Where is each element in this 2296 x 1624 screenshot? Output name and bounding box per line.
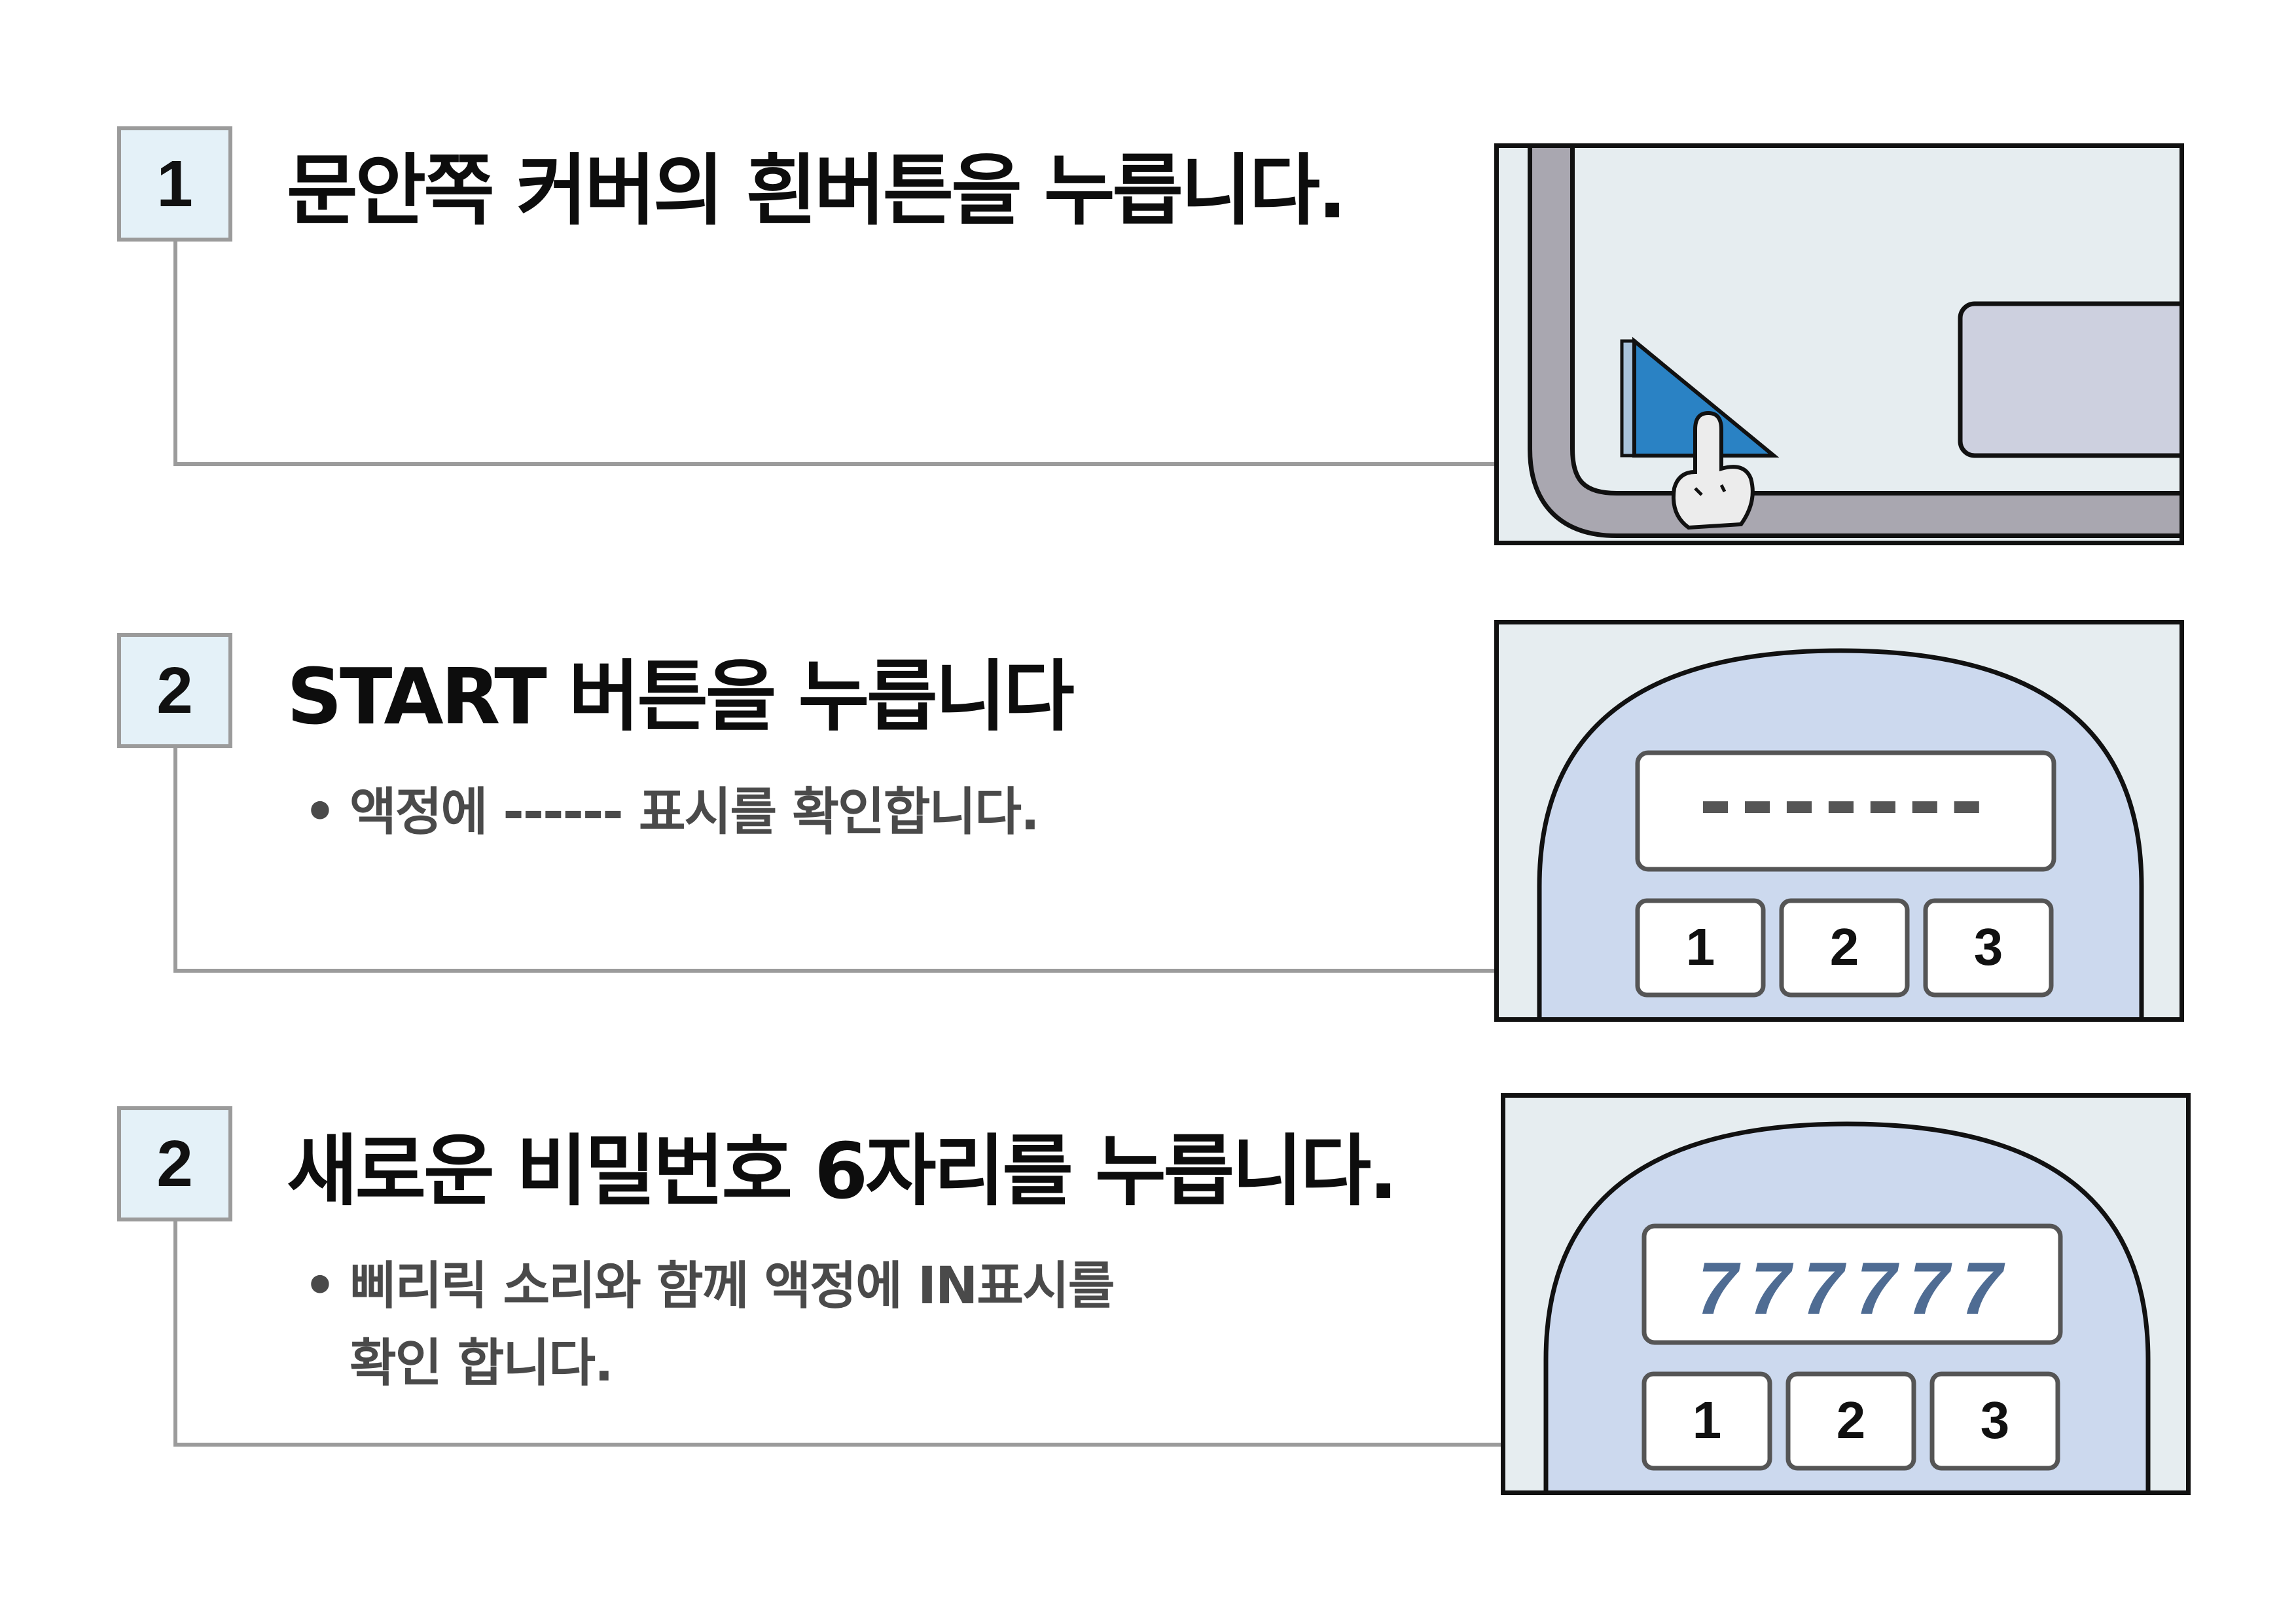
key-label: 3 — [1981, 1391, 2010, 1449]
key-label: 2 — [1837, 1391, 1866, 1449]
connector-line — [173, 1443, 1505, 1447]
key-3[interactable]: 3 — [1929, 1371, 2060, 1471]
step-number: 1 — [156, 147, 193, 221]
display-digits: 777777 — [1694, 1250, 2011, 1337]
key-label: 1 — [1686, 918, 1715, 976]
step-number: 2 — [156, 1127, 193, 1200]
step-title: 새로운 비밀번호 6자리를 누릅니다. — [287, 1126, 1398, 1216]
key-label: 2 — [1830, 918, 1859, 976]
key-label: 3 — [1974, 918, 2003, 976]
keypad-illustration: 777777 1 2 3 — [1501, 1093, 2191, 1495]
connector-line — [173, 969, 1499, 973]
key-1[interactable]: 1 — [1641, 1371, 1772, 1471]
step-number-badge: 2 — [117, 633, 232, 748]
connector-line — [173, 748, 177, 973]
lcd-display — [1641, 1223, 2063, 1345]
step-note: • 액정에 ------ 표시를 확인합니다. — [304, 774, 1040, 851]
key-label: 1 — [1693, 1391, 1722, 1449]
step-number: 2 — [156, 653, 193, 727]
connector-line — [173, 1221, 177, 1447]
display-dashes: ------- — [1699, 744, 1992, 854]
step-title: START 버튼을 누릅니다 — [287, 651, 1075, 742]
step-note: • 삐리릭 소리와 함께 액정에 IN표시를 확인 합니다. — [304, 1248, 1115, 1402]
note-text: 액정에 ------ 표시를 확인합니다. — [350, 783, 1040, 842]
key-3[interactable]: 3 — [1923, 898, 2054, 998]
step-number-badge: 1 — [117, 126, 232, 242]
note-text-line-1: 삐리릭 소리와 함께 액정에 IN표시를 — [350, 1257, 1115, 1316]
key-2[interactable]: 2 — [1785, 1371, 1916, 1471]
connector-line — [173, 242, 177, 466]
note-text-line-2: 확인 합니다. — [350, 1334, 614, 1393]
key-2[interactable]: 2 — [1779, 898, 1910, 998]
step-title: 문안쪽 커버의 흰버튼을 누릅니다. — [287, 145, 1347, 236]
door-cover-illustration — [1494, 143, 2184, 545]
connector-line — [173, 462, 1499, 466]
bullet-icon: • — [304, 783, 336, 842]
cover-plate — [1958, 301, 2179, 458]
step-number-badge: 2 — [117, 1106, 232, 1221]
bullet-icon: • — [304, 1257, 336, 1316]
lcd-display — [1635, 750, 2056, 872]
key-1[interactable]: 1 — [1635, 898, 1766, 998]
pointing-hand-icon — [1672, 410, 1755, 530]
keypad-illustration: ------- 1 2 3 — [1494, 620, 2184, 1022]
